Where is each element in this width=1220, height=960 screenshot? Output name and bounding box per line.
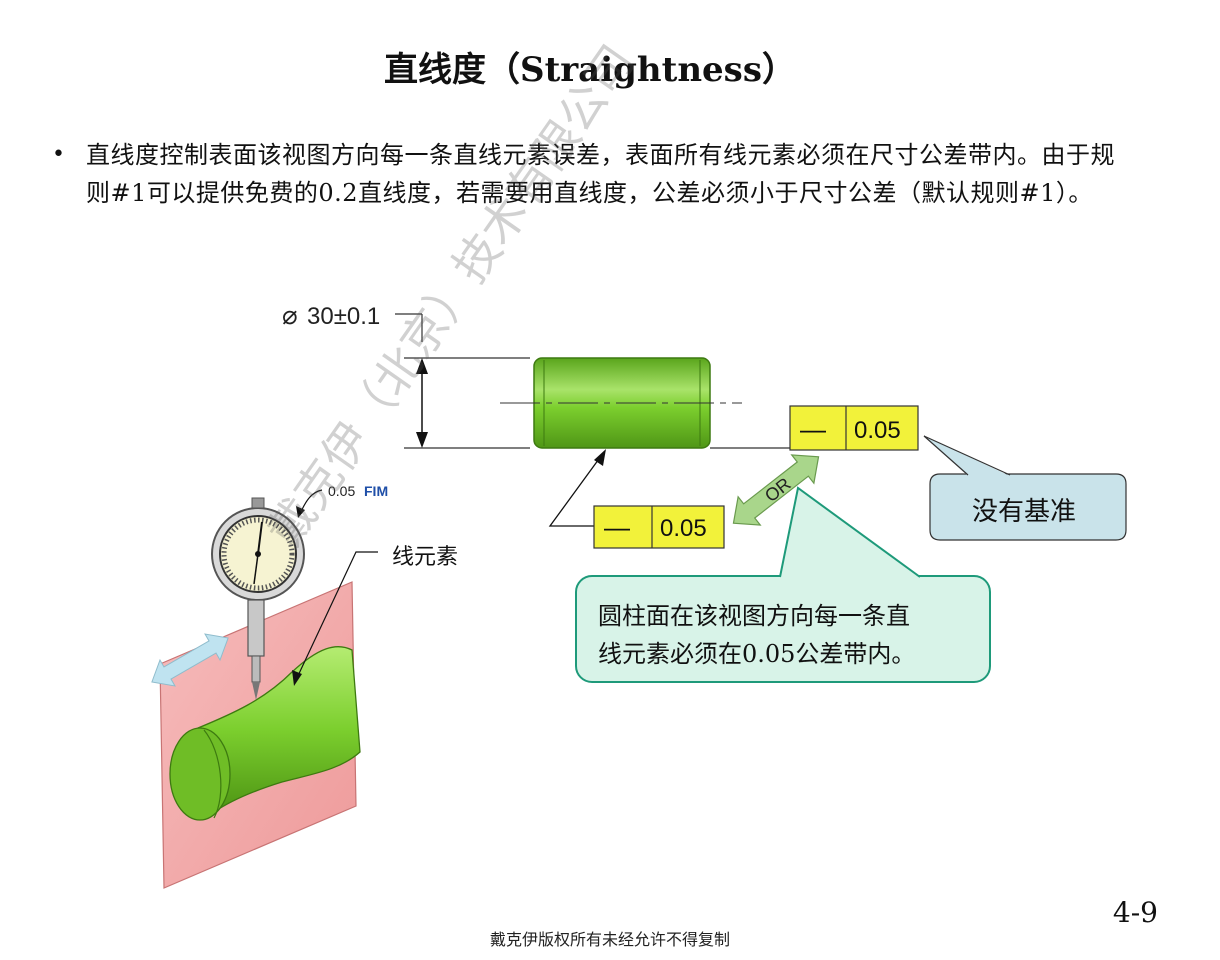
- line-element-label: 线元素: [392, 545, 458, 570]
- fcf-bottom: — 0.05: [593, 505, 725, 549]
- dimension-label: 30±0.1: [307, 303, 380, 330]
- indicator-label-unit: FIM: [364, 483, 388, 499]
- copyright-footer: 戴克伊版权所有未经允许不得复制: [489, 930, 730, 949]
- dial-indicator: [211, 497, 305, 700]
- bullet-dot: •: [52, 142, 65, 167]
- page-number: 4-9: [1112, 896, 1158, 929]
- cylinder-callout-line-2: 线元素必须在0.05公差带内。: [598, 640, 915, 668]
- plate-illustration: [159, 581, 361, 889]
- bullet-text: 直线度控制表面该视图方向每一条直线元素误差，表面所有线元素必须在尺寸公差带内。由…: [86, 141, 1115, 207]
- fcf-top-value: 0.05: [854, 417, 901, 444]
- indicator-label-value: 0.05: [328, 483, 355, 499]
- bullet-paragraph: • 直线度控制表面该视图方向每一条直线元素误差，表面所有线元素必须在尺寸公差带内…: [52, 136, 1132, 212]
- page-title: 直线度（Straightness）: [384, 50, 796, 90]
- diameter-symbol: ⌀: [282, 300, 298, 330]
- cylinder-side-view: [500, 357, 742, 449]
- blue-double-arrow: [151, 633, 229, 687]
- fcf-top-symbol: —: [800, 414, 826, 444]
- cylinder-callout-line-1: 圆柱面在该视图方向每一条直: [598, 602, 910, 630]
- callout-cylinder: 圆柱面在该视图方向每一条直 线元素必须在0.05公差带内。: [575, 486, 991, 683]
- fcf-top: — 0.05: [789, 405, 919, 451]
- dimension-group: ⌀ 30±0.1: [282, 300, 530, 449]
- no-datum-text: 没有基准: [972, 497, 1076, 527]
- callout-no-datum: 没有基准: [923, 435, 1127, 541]
- fcf-bottom-value: 0.05: [660, 515, 707, 542]
- fcf-bottom-symbol: —: [604, 512, 630, 542]
